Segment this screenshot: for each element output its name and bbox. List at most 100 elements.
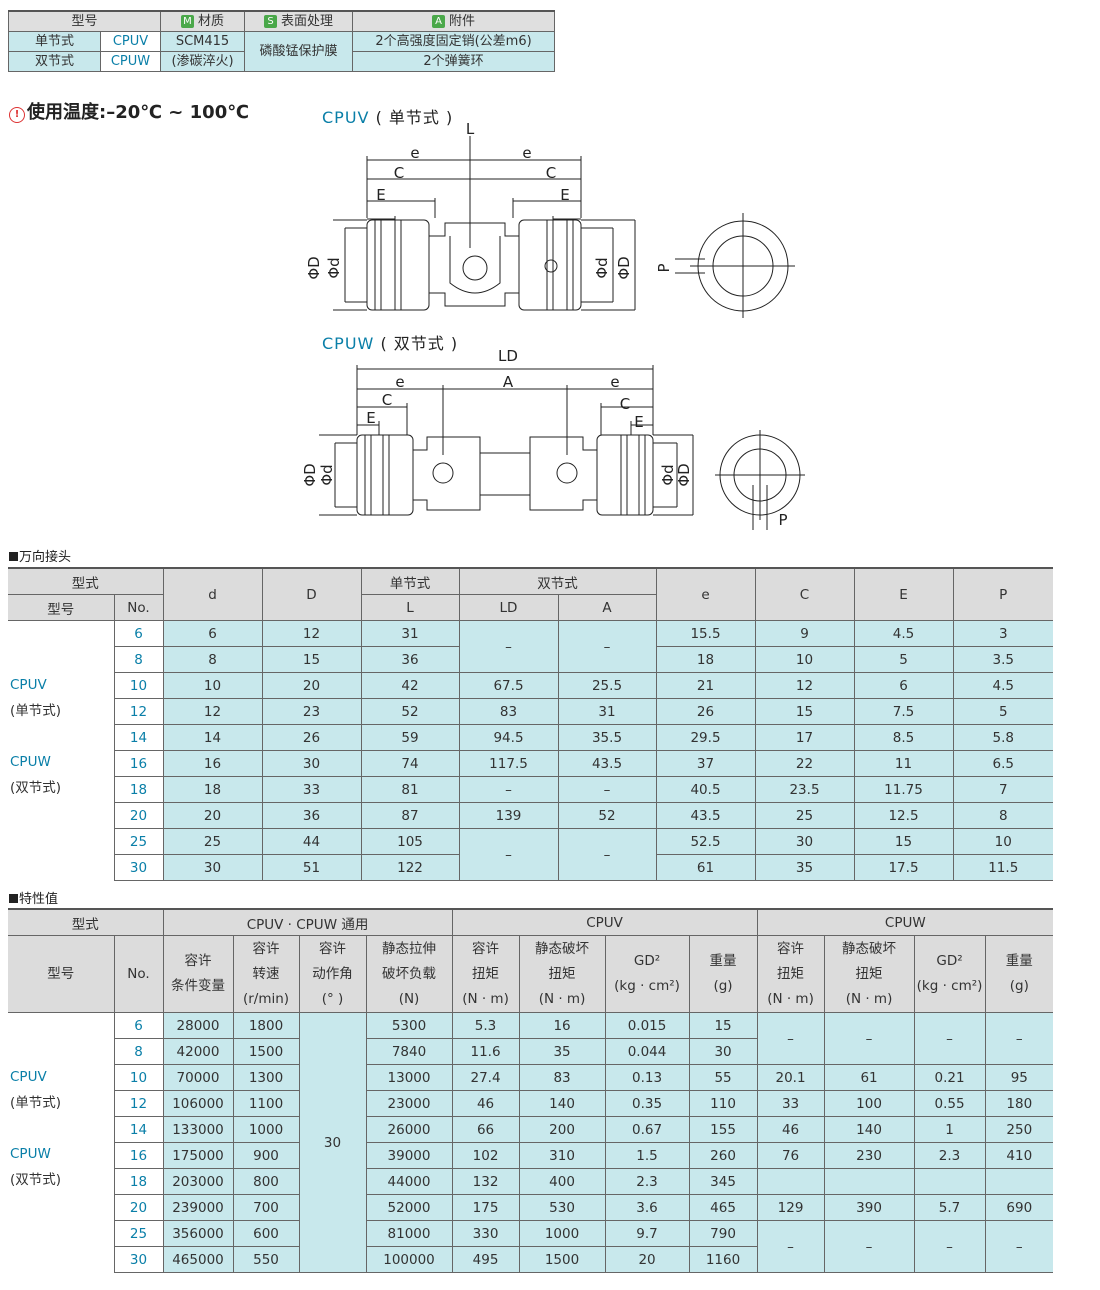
column-header: 容许扭矩(N · m) xyxy=(452,935,520,1013)
accessory-1: 2个高强度固定销(公差m6) xyxy=(352,31,556,52)
value-cell: 15 xyxy=(689,1012,758,1039)
value-cell: 5.8 xyxy=(953,724,1053,751)
value-cell: 5 xyxy=(854,646,954,673)
value-cell: 10 xyxy=(755,646,855,673)
value-cell: 600 xyxy=(233,1220,300,1247)
value-cell: 2.3 xyxy=(914,1142,986,1169)
value-cell: 100000 xyxy=(366,1246,453,1273)
column-header: 静态拉伸破坏负载(N) xyxy=(366,935,453,1013)
group-cpuw-sub: (双节式) xyxy=(10,1172,62,1189)
material-1: SCM415 xyxy=(160,31,246,52)
style-header: 型式 xyxy=(8,567,164,595)
no-cell: 14 xyxy=(114,1116,164,1143)
value-cell: 5.7 xyxy=(914,1194,986,1221)
no-cell: 18 xyxy=(114,1168,164,1195)
value-cell: 12 xyxy=(262,620,362,647)
dim-P-label: P xyxy=(655,263,673,272)
value-cell: 6 xyxy=(854,672,954,699)
value-cell: 37 xyxy=(656,750,756,777)
value-cell: 16 xyxy=(163,750,263,777)
value-cell: 12.5 xyxy=(854,802,954,829)
value-cell: 52000 xyxy=(366,1194,453,1221)
value-cell: 30 xyxy=(755,828,855,855)
value-cell: 94.5 xyxy=(459,724,559,751)
common-header: CPUV · CPUW 通用 xyxy=(163,908,453,936)
no-cell: 16 xyxy=(114,750,164,777)
model-group: CPUV(单节式)CPUW(双节式) xyxy=(8,1012,115,1273)
value-cell: 105 xyxy=(361,828,460,855)
dim-E-right-label: E xyxy=(634,413,643,431)
no-header: No. xyxy=(114,594,164,621)
value-cell: 0.13 xyxy=(605,1064,690,1091)
value-cell: 1000 xyxy=(233,1116,300,1143)
value-cell: 13000 xyxy=(366,1064,453,1091)
e-header: e xyxy=(656,567,756,621)
square-bullet-icon xyxy=(9,552,18,561)
value-cell: 25 xyxy=(755,802,855,829)
value-cell: 390 xyxy=(824,1194,915,1221)
single-type: 单节式 xyxy=(8,31,101,52)
value-cell: 52 xyxy=(558,802,657,829)
value-cell: 33 xyxy=(262,776,362,803)
dash-cell: – xyxy=(824,1012,915,1065)
A-header: A xyxy=(558,594,657,621)
value-cell: 21 xyxy=(656,672,756,699)
value-cell: 330 xyxy=(452,1220,520,1247)
value-cell: 9.7 xyxy=(605,1220,690,1247)
value-cell: 3.6 xyxy=(605,1194,690,1221)
value-cell: 43.5 xyxy=(656,802,756,829)
square-bullet-icon xyxy=(9,894,18,903)
dim-phiD-label: ΦD xyxy=(305,256,323,279)
value-cell: 44 xyxy=(262,828,362,855)
value-cell: 22 xyxy=(755,750,855,777)
value-cell: 66 xyxy=(452,1116,520,1143)
value-cell: 700 xyxy=(233,1194,300,1221)
group-cpuv-sub: (单节式) xyxy=(10,1094,62,1111)
value-cell: 42000 xyxy=(163,1038,234,1065)
value-cell: 530 xyxy=(519,1194,606,1221)
dim-C-right-label: C xyxy=(546,164,556,182)
value-cell: 690 xyxy=(985,1194,1054,1221)
value-cell: 132 xyxy=(452,1168,520,1195)
value-cell: 7.5 xyxy=(854,698,954,725)
single-header: 单节式 xyxy=(361,567,460,595)
value-cell xyxy=(985,1168,1054,1195)
no-cell: 10 xyxy=(114,1064,164,1091)
value-cell: 140 xyxy=(519,1090,606,1117)
value-cell: 15.5 xyxy=(656,620,756,647)
accessory-2: 2个弹簧环 xyxy=(352,51,556,72)
dash-cell: – xyxy=(824,1220,915,1273)
value-cell: 33 xyxy=(757,1090,825,1117)
model-group: CPUV(单节式)CPUW(双节式) xyxy=(8,620,115,881)
dim-LD-label: LD xyxy=(498,347,518,365)
value-cell: 175000 xyxy=(163,1142,234,1169)
value-cell: 900 xyxy=(233,1142,300,1169)
column-header: 容许扭矩(N · m) xyxy=(757,935,825,1013)
value-cell: – xyxy=(558,828,657,881)
value-cell: 7 xyxy=(953,776,1053,803)
dim-L-label: L xyxy=(466,120,475,138)
value-cell: 117.5 xyxy=(459,750,559,777)
value-cell: 42 xyxy=(361,672,460,699)
value-cell: 17 xyxy=(755,724,855,751)
column-header: GD²(kg · cm²) xyxy=(605,935,690,1013)
cpuw-code: CPUW xyxy=(99,51,162,72)
model-header: 型号 xyxy=(8,935,115,1013)
dash-cell: – xyxy=(757,1012,825,1065)
value-cell: 23.5 xyxy=(755,776,855,803)
no-cell: 12 xyxy=(114,698,164,725)
value-cell: 30 xyxy=(689,1038,758,1065)
value-cell: 1500 xyxy=(519,1246,606,1273)
value-cell: 133000 xyxy=(163,1116,234,1143)
value-cell: 15 xyxy=(755,698,855,725)
